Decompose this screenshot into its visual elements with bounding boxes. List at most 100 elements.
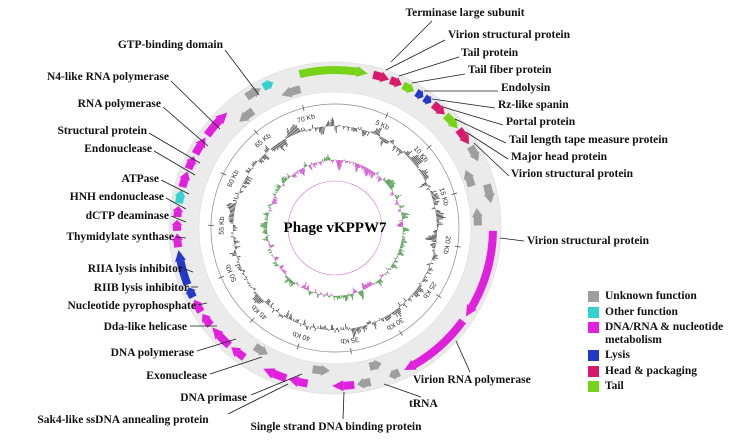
gc-skew-spike bbox=[274, 257, 280, 260]
gc-content-spike bbox=[281, 140, 286, 146]
leader-line bbox=[383, 383, 422, 398]
gc-content-spike bbox=[253, 295, 259, 301]
plot-title: Phage vKPPW7 bbox=[284, 220, 387, 236]
leader-line bbox=[153, 150, 196, 176]
gc-skew-spike bbox=[390, 266, 394, 269]
gc-content-spike bbox=[379, 136, 381, 138]
gc-skew-spike bbox=[392, 263, 397, 267]
gc-skew-spike bbox=[360, 290, 364, 299]
gc-skew-spike bbox=[292, 174, 296, 178]
gc-content-spike bbox=[382, 318, 385, 322]
gene-arrowhead bbox=[465, 304, 477, 317]
gene-arrow bbox=[372, 70, 383, 81]
gc-skew-spike bbox=[385, 178, 390, 183]
gc-content-spike bbox=[319, 324, 322, 329]
gc-skew-spike bbox=[272, 201, 277, 204]
gene-arrowhead bbox=[356, 377, 365, 389]
gc-content-spike bbox=[286, 136, 288, 138]
gc-skew-spike bbox=[340, 160, 342, 167]
gc-skew-spike bbox=[396, 197, 399, 199]
gc-skew-spike bbox=[289, 175, 291, 177]
gc-content-spike bbox=[298, 128, 301, 133]
gc-skew-spike bbox=[395, 195, 400, 198]
gc-skew-spike bbox=[400, 243, 406, 246]
gc-skew-spike bbox=[274, 196, 278, 199]
gc-skew-spike bbox=[372, 282, 374, 285]
gc-content-spike bbox=[417, 287, 424, 293]
gc-skew-spike bbox=[313, 163, 316, 169]
gc-content-spike bbox=[229, 213, 234, 215]
gc-content-spike bbox=[283, 139, 288, 148]
gc-content-spike bbox=[321, 126, 323, 134]
gc-content-spike bbox=[422, 280, 425, 283]
gc-content-spike bbox=[227, 206, 235, 209]
gene-label: RNA polymerase bbox=[78, 98, 161, 110]
gc-content-spike bbox=[264, 300, 266, 303]
gc-content-spike bbox=[243, 181, 250, 185]
gc-content-spike bbox=[380, 138, 385, 147]
gc-content-spike bbox=[372, 322, 374, 325]
gc-skew-spike bbox=[376, 281, 379, 284]
gc-skew-spike bbox=[361, 290, 364, 294]
gc-content-spike bbox=[432, 243, 436, 245]
gc-skew-spike bbox=[368, 281, 372, 286]
gc-content-spike bbox=[433, 200, 440, 203]
gc-content-spike bbox=[415, 289, 419, 293]
gc-skew-spike bbox=[377, 280, 382, 285]
gc-skew-spike bbox=[364, 283, 368, 288]
gc-content-spike bbox=[402, 304, 405, 307]
gc-content-spike bbox=[248, 169, 251, 172]
gc-content-spike bbox=[390, 139, 393, 143]
gc-skew-spike bbox=[286, 173, 291, 178]
leader-line bbox=[342, 391, 345, 420]
gc-content-spike bbox=[262, 300, 264, 303]
gc-content-spike bbox=[284, 139, 288, 146]
gc-content-spike bbox=[280, 141, 285, 146]
gc-skew-spike bbox=[309, 291, 312, 296]
gc-content-spike bbox=[420, 169, 427, 174]
gc-skew-spike bbox=[305, 287, 307, 290]
gc-skew-spike bbox=[350, 293, 354, 301]
gc-skew-spike bbox=[316, 293, 319, 297]
scale-tick bbox=[350, 347, 352, 354]
gene-label: Single strand DNA binding protein bbox=[250, 421, 422, 433]
gc-skew-spike bbox=[374, 283, 376, 286]
gc-content-spike bbox=[353, 127, 355, 133]
legend-swatch-icon bbox=[588, 365, 599, 377]
gene-arrowhead bbox=[406, 83, 414, 94]
gc-skew-spike bbox=[268, 251, 272, 254]
gc-skew-spike bbox=[365, 168, 370, 176]
gc-skew-spike bbox=[284, 176, 288, 180]
gc-content-spike bbox=[303, 127, 305, 131]
gc-content-spike bbox=[433, 200, 436, 202]
gc-content-spike bbox=[312, 323, 315, 328]
gc-skew-spike bbox=[284, 278, 290, 284]
gc-skew-spike bbox=[271, 254, 273, 257]
gc-skew-spike bbox=[359, 291, 364, 300]
gene-arrowhead bbox=[356, 66, 368, 77]
gc-content-spike bbox=[237, 258, 240, 260]
gc-skew-spike bbox=[389, 185, 394, 189]
gc-skew-spike bbox=[387, 180, 394, 186]
gc-skew-spike bbox=[301, 168, 305, 174]
gc-content-spike bbox=[252, 294, 259, 300]
gc-skew-spike bbox=[300, 169, 305, 177]
gene-arrow bbox=[191, 143, 204, 156]
scale-tick bbox=[218, 275, 225, 279]
gc-content-spike bbox=[366, 322, 368, 325]
gene-arrow bbox=[483, 183, 494, 195]
gc-content-spike bbox=[234, 263, 240, 267]
gc-skew-spike bbox=[273, 198, 277, 201]
gc-content-spike bbox=[375, 129, 379, 135]
gene-arrow bbox=[465, 176, 476, 188]
gc-content-spike bbox=[355, 128, 358, 133]
gc-skew-spike bbox=[346, 294, 348, 300]
gc-content-spike bbox=[275, 309, 278, 312]
gc-content-spike bbox=[378, 134, 381, 137]
gc-content-spike bbox=[314, 328, 316, 332]
gene-arrowhead bbox=[239, 111, 250, 122]
gc-skew-spike bbox=[362, 286, 364, 290]
gc-content-spike bbox=[235, 192, 239, 195]
legend-item: Unknown function bbox=[588, 290, 731, 303]
gc-skew-spike bbox=[281, 269, 284, 271]
